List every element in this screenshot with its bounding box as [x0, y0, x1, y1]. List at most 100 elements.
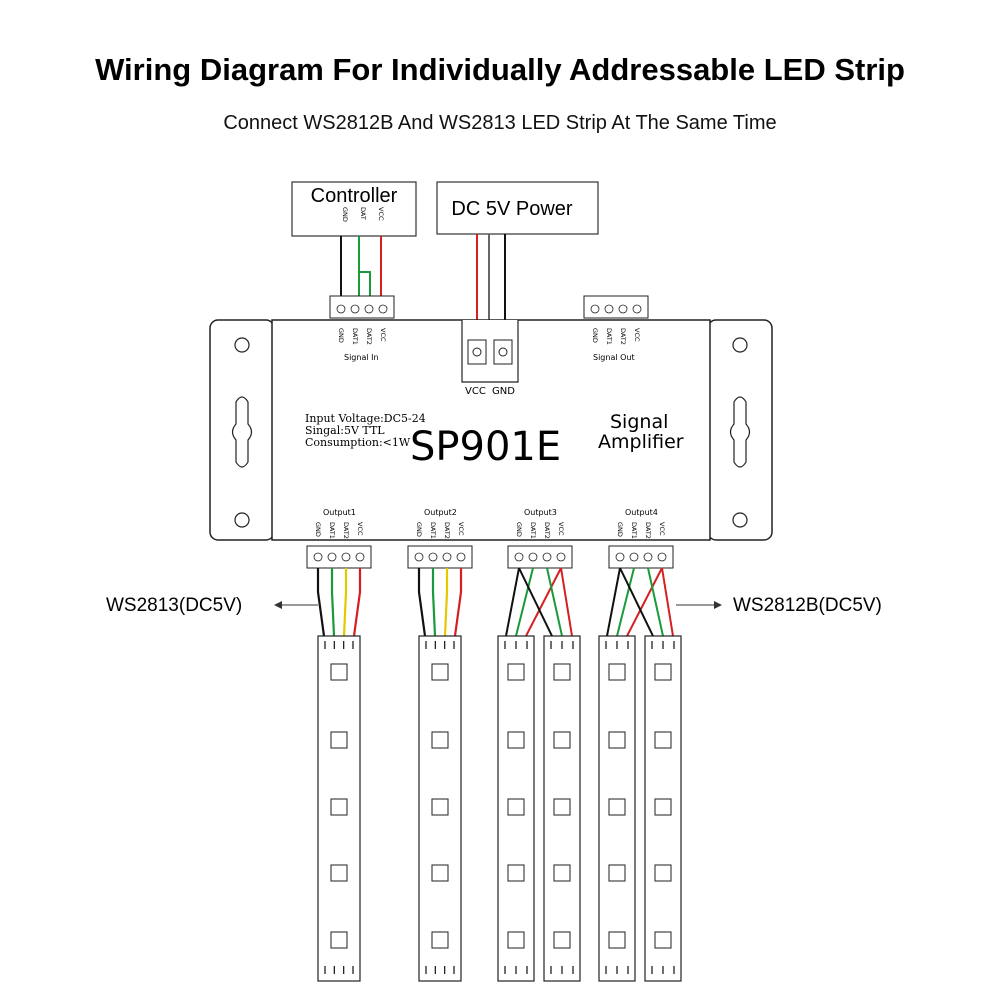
- signal-out-pin-dat1: DAT1: [605, 328, 613, 345]
- output-1-label: Output1: [323, 508, 356, 517]
- output-3-pin-label: DAT2: [543, 522, 551, 539]
- device-function-line2: Amplifier: [598, 431, 684, 453]
- output-3-connector: [507, 545, 573, 569]
- wire: [619, 567, 654, 637]
- output-4-pin-label: VCC: [658, 522, 666, 536]
- output-1-connector: [306, 545, 372, 569]
- device-function-line1: Signal: [610, 411, 668, 433]
- led-chip-icon: [608, 864, 626, 882]
- wire: [661, 567, 674, 637]
- output-3-pin-label: DAT1: [529, 522, 537, 539]
- wire: [505, 567, 520, 637]
- led-chip-icon: [654, 798, 672, 816]
- signal-out-label: Signal Out: [593, 353, 635, 362]
- page-title: Wiring Diagram For Individually Addressa…: [95, 52, 905, 87]
- ws2813-label: WS2813(DC5V): [106, 595, 242, 616]
- terminal-screw-icon: [542, 552, 552, 562]
- output-1-pin-label: DAT2: [342, 522, 350, 539]
- output-2-pin-label: DAT1: [429, 522, 437, 539]
- output-1-pin-label: GND: [314, 522, 322, 537]
- terminal-screw-icon: [327, 552, 337, 562]
- power-terminal-vcc-label: VCC: [465, 386, 486, 397]
- terminal-screw-icon: [456, 552, 466, 562]
- signal-in-pin-gnd: GND: [337, 328, 345, 343]
- terminal-screw-icon: [414, 552, 424, 562]
- output-4-pin-label: DAT2: [644, 522, 652, 539]
- power-terminal-gnd: [493, 339, 513, 365]
- wire: [431, 568, 437, 637]
- terminal-screw-icon: [615, 552, 625, 562]
- output-4-pin-label: GND: [616, 522, 624, 537]
- mount-hole-icon: [234, 337, 250, 353]
- ws2812b-callout: WS2812B(DC5V): [676, 595, 882, 616]
- led-chip-icon: [654, 731, 672, 749]
- terminal-screw-icon: [313, 552, 323, 562]
- led-chip-icon: [654, 864, 672, 882]
- terminal-screw-icon: [657, 552, 667, 562]
- power-terminal-vcc: [467, 339, 487, 365]
- led-chip-icon: [431, 798, 449, 816]
- wire: [330, 568, 336, 637]
- mount-slot-icon: [231, 396, 253, 468]
- led-chip-icon: [330, 931, 348, 949]
- wire: [525, 567, 562, 637]
- output-2-label: Output2: [424, 508, 457, 517]
- wire: [560, 567, 573, 637]
- terminal-screw-icon: [355, 552, 365, 562]
- wire: [518, 567, 553, 637]
- led-chip-icon: [654, 663, 672, 681]
- led-chip-icon: [431, 931, 449, 949]
- led-chip-icon: [431, 864, 449, 882]
- wire: [417, 568, 427, 637]
- led-chip-icon: [553, 731, 571, 749]
- led-chip-icon: [553, 931, 571, 949]
- ws2813-callout: WS2813(DC5V): [106, 595, 318, 616]
- wire: [316, 568, 326, 637]
- output-3-pin-label: GND: [515, 522, 523, 537]
- led-chip-icon: [431, 663, 449, 681]
- power-box: DC 5V Power: [436, 181, 599, 235]
- led-chip-icon: [507, 798, 525, 816]
- output-1-pin-label: VCC: [356, 522, 364, 536]
- output-3-label: Output3: [524, 508, 557, 517]
- terminal-screw-icon: [442, 552, 452, 562]
- signal-in-label: Signal In: [344, 353, 379, 362]
- spec-voltage: Input Voltage:DC5-24: [305, 412, 426, 425]
- led-chip-icon: [330, 731, 348, 749]
- wire: [616, 567, 635, 637]
- power-label: DC 5V Power: [451, 198, 572, 220]
- output-4-connector: [608, 545, 674, 569]
- device-model: SP901E: [410, 424, 561, 470]
- output-2-pin-label: DAT2: [443, 522, 451, 539]
- led-chip-icon: [654, 931, 672, 949]
- led-chip-icon: [330, 663, 348, 681]
- sp901e-enclosure: VCC GND GND DAT1 DAT2 VCC Signal In GND …: [209, 295, 773, 541]
- wire: [606, 567, 621, 637]
- power-terminal-gnd-label: GND: [492, 386, 515, 397]
- wire: [626, 567, 663, 637]
- led-chip-icon: [330, 798, 348, 816]
- led-chip-icon: [507, 663, 525, 681]
- output-2-pin-label: VCC: [457, 522, 465, 536]
- controller-wires: [340, 236, 382, 298]
- wire: [546, 567, 563, 637]
- led-chip-icon: [330, 864, 348, 882]
- led-chip-icon: [608, 731, 626, 749]
- signal-out-pin-gnd: GND: [591, 328, 599, 343]
- wire: [453, 568, 463, 637]
- signal-out-pin-vcc: VCC: [633, 328, 641, 342]
- signal-in-pin-dat1: DAT1: [351, 328, 359, 345]
- terminal-screw-icon: [341, 552, 351, 562]
- led-chip-icon: [608, 663, 626, 681]
- terminal-screw-icon: [428, 552, 438, 562]
- led-chip-icon: [507, 731, 525, 749]
- spec-consumption: Consumption:<1W: [305, 436, 411, 449]
- output-4-label: Output4: [625, 508, 658, 517]
- led-chip-icon: [507, 931, 525, 949]
- signal-out-pin-dat2: DAT2: [619, 328, 627, 345]
- led-chip-icon: [553, 663, 571, 681]
- controller-pin-gnd: GND: [341, 207, 349, 222]
- controller-pin-vcc: VCC: [377, 207, 385, 221]
- controller-pin-dat: DAT: [359, 207, 367, 220]
- led-chip-icon: [608, 931, 626, 949]
